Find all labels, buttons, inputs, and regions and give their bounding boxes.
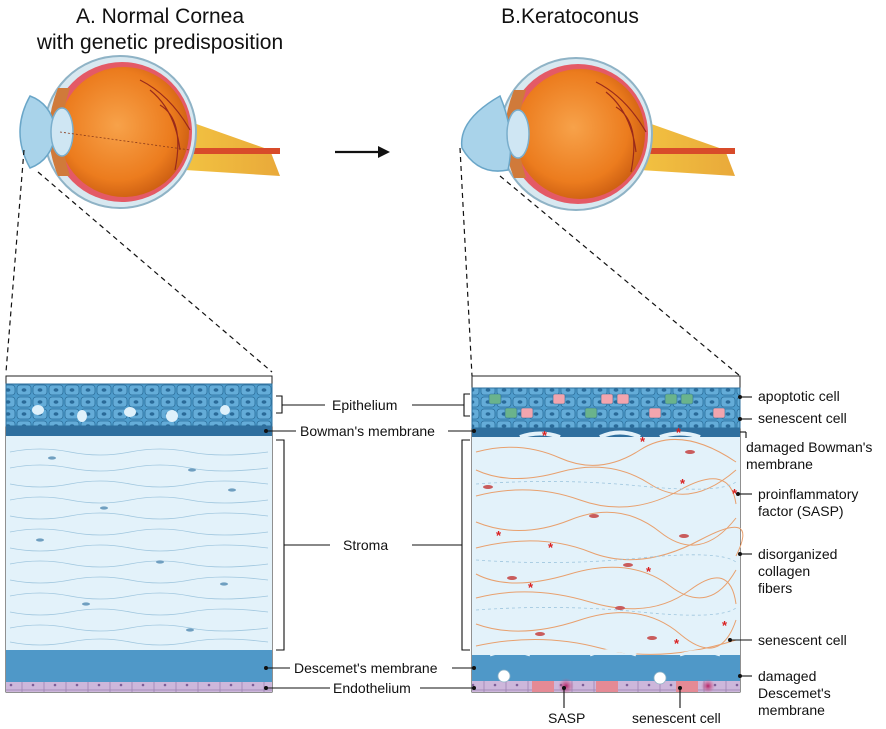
- panel-a-title-line1: A. Normal Cornea: [75, 5, 245, 28]
- label-proinflammatory-line1: proinflammatory: [758, 486, 859, 502]
- label-damaged-descemets-line3: membrane: [758, 702, 825, 718]
- svg-text:*: *: [722, 618, 728, 633]
- svg-text:*: *: [646, 564, 652, 579]
- panel-a-title: A. Normal Cornea with genetic predisposi…: [30, 4, 290, 56]
- label-senescent-cell-stroma: senescent cell: [758, 632, 847, 648]
- leader-lines: [266, 393, 752, 708]
- zoom-lines: [5, 147, 741, 377]
- label-damaged-descemets-line2: Descemet's: [758, 685, 831, 701]
- svg-text:*: *: [732, 486, 738, 501]
- label-sasp: SASP: [548, 710, 586, 726]
- label-damaged-bowmans-line1: damaged Bowman's: [746, 439, 873, 455]
- label-damaged-descemets: damaged Descemet's membrane: [758, 668, 831, 719]
- label-disorganized-line3: fibers: [758, 580, 793, 596]
- svg-text:*: *: [680, 476, 686, 491]
- label-proinflammatory-line2: factor (SASP): [758, 503, 844, 519]
- svg-text:*: *: [542, 428, 548, 443]
- leader-dots: [264, 395, 742, 690]
- label-disorganized-collagen: disorganized collagen fibers: [758, 546, 837, 597]
- label-senescent-cell-epithelium: senescent cell: [758, 410, 847, 426]
- progression-arrow: [335, 146, 390, 158]
- label-damaged-descemets-line1: damaged: [758, 668, 817, 684]
- label-proinflammatory: proinflammatory factor (SASP): [758, 486, 858, 520]
- svg-text:*: *: [528, 580, 534, 595]
- svg-text:*: *: [548, 540, 554, 555]
- label-epithelium: Epithelium: [332, 397, 398, 413]
- label-stroma: Stroma: [343, 537, 389, 553]
- label-damaged-bowmans-line2: membrane: [746, 456, 813, 472]
- label-disorganized-line2: collagen: [758, 563, 811, 579]
- svg-text:*: *: [676, 425, 682, 440]
- svg-text:*: *: [496, 528, 502, 543]
- svg-text:*: *: [674, 636, 680, 651]
- label-apoptotic-cell: apoptotic cell: [758, 388, 840, 404]
- label-senescent-cell-endothelium: senescent cell: [632, 710, 721, 726]
- label-descemets-membrane: Descemet's membrane: [294, 660, 438, 676]
- cornea-section-keratoconus: * * * * * * * * * * *: [471, 375, 744, 694]
- label-disorganized-line1: disorganized: [758, 546, 838, 562]
- label-endothelium: Endothelium: [333, 680, 411, 696]
- eye-illustration-normal: [19, 55, 280, 209]
- svg-text:*: *: [640, 434, 646, 449]
- panel-b-title: B.Keratoconus: [501, 5, 639, 28]
- label-bowmans-membrane: Bowman's membrane: [300, 423, 435, 439]
- label-damaged-bowmans: damaged Bowman's membrane: [746, 439, 872, 473]
- eye-illustration-keratoconus: [460, 57, 735, 211]
- cornea-section-normal: [5, 375, 273, 693]
- panel-a-title-line2: with genetic predisposition: [36, 31, 284, 54]
